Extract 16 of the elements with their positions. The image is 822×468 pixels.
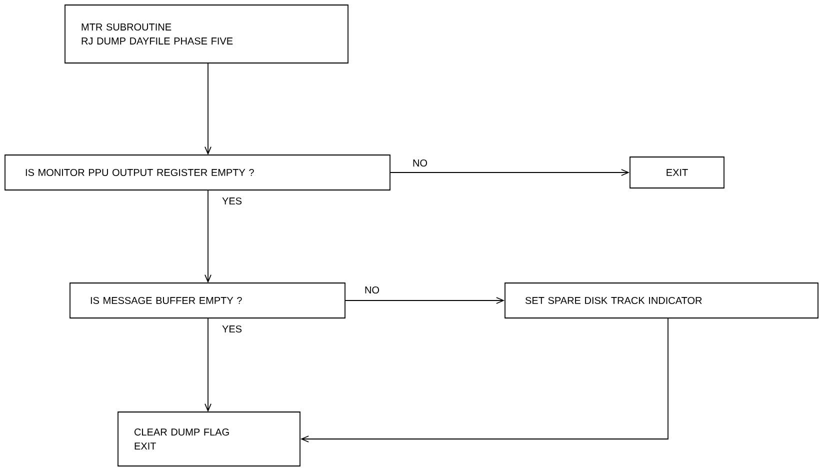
arrow <box>204 190 212 283</box>
edge-label: NO <box>364 285 380 295</box>
process-box: SET SPARE DISK TRACK INDICATOR <box>504 282 818 318</box>
edge-label: NO <box>412 158 428 168</box>
process-box: CLEAR DUMP FLAG EXIT <box>118 412 300 466</box>
arrow <box>345 297 505 304</box>
edge-label: YES <box>221 324 244 334</box>
arrow <box>204 318 212 412</box>
process-box: EXIT <box>630 156 724 188</box>
arrow <box>204 63 212 155</box>
arrow <box>300 318 668 442</box>
process-box: IS MESSAGE BUFFER EMPTY ? <box>70 282 346 318</box>
process-box: MTR SUBROUTINE RJ DUMP DAYFILE PHASE FIVE <box>64 4 348 64</box>
edge-label: YES <box>221 196 244 206</box>
arrow <box>390 169 630 176</box>
process-box: IS MONITOR PPU OUTPUT REGISTER EMPTY ? <box>4 154 390 190</box>
